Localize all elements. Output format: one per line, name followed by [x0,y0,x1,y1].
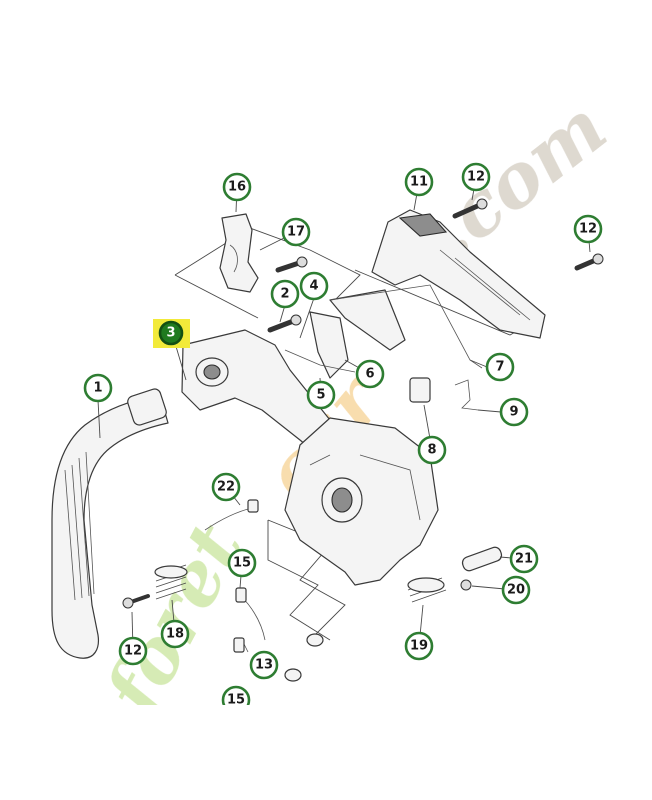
part-trigger-assembly [284,284,483,379]
svg-text:15: 15 [227,693,245,708]
svg-text:22: 22 [217,480,235,495]
callout-17[interactable]: 17 [281,217,311,247]
callout-12-top[interactable]: 12 [461,162,491,192]
callout-12-right[interactable]: 12 [573,214,603,244]
part-pin-spring [409,377,479,411]
callout-4[interactable]: 4 [299,271,329,301]
callout-1[interactable]: 1 [83,373,113,403]
svg-text:15: 15 [233,556,251,571]
callouts: 1 2 3 4 5 6 7 8 9 11 12 12 12 13 15 15 1… [83,162,603,715]
svg-text:4: 4 [309,279,318,294]
callout-20[interactable]: 20 [501,575,531,605]
svg-text:17: 17 [287,225,305,240]
callout-9[interactable]: 9 [499,397,529,427]
part-top-cover [371,209,546,339]
callout-18[interactable]: 18 [160,619,190,649]
svg-text:1: 1 [93,381,102,396]
part-bow-handle [51,388,169,659]
svg-text:21: 21 [515,552,533,567]
svg-text:12: 12 [467,170,485,185]
callout-2[interactable]: 2 [270,279,300,309]
svg-text:2: 2 [280,287,289,302]
svg-text:12: 12 [579,222,597,237]
svg-text:11: 11 [410,175,428,190]
callout-8[interactable]: 8 [417,435,447,465]
svg-text:7: 7 [495,360,504,375]
callout-12-bottom[interactable]: 12 [118,636,148,666]
callout-5[interactable]: 5 [306,380,336,410]
callout-16[interactable]: 16 [222,172,252,202]
part-clip [219,213,259,293]
callout-22[interactable]: 22 [211,472,241,502]
callout-11[interactable]: 11 [404,167,434,197]
part-22 [204,499,259,531]
part-spring-18 [154,564,188,600]
svg-text:20: 20 [507,583,525,598]
screws [122,198,604,609]
bottom-blank [0,705,652,800]
part-spring-19 [407,577,447,603]
svg-text:8: 8 [427,443,436,458]
callout-13[interactable]: 13 [249,650,279,680]
callout-6[interactable]: 6 [355,359,385,389]
callout-19[interactable]: 19 [404,631,434,661]
part-fuel-line [233,587,324,682]
callout-21[interactable]: 21 [509,544,539,574]
part-main-housing [284,417,439,586]
svg-text:18: 18 [166,627,184,642]
callout-7[interactable]: 7 [485,352,515,382]
svg-text:9: 9 [509,405,518,420]
svg-text:13: 13 [255,658,273,673]
svg-text:16: 16 [228,180,246,195]
svg-text:3: 3 [166,326,175,341]
svg-text:5: 5 [316,388,325,403]
svg-text:19: 19 [410,639,428,654]
callout-3[interactable]: 3 [158,320,184,346]
callout-15-top[interactable]: 15 [227,548,257,578]
svg-text:12: 12 [124,644,142,659]
svg-text:6: 6 [365,367,374,382]
part-21-20 [460,546,503,591]
